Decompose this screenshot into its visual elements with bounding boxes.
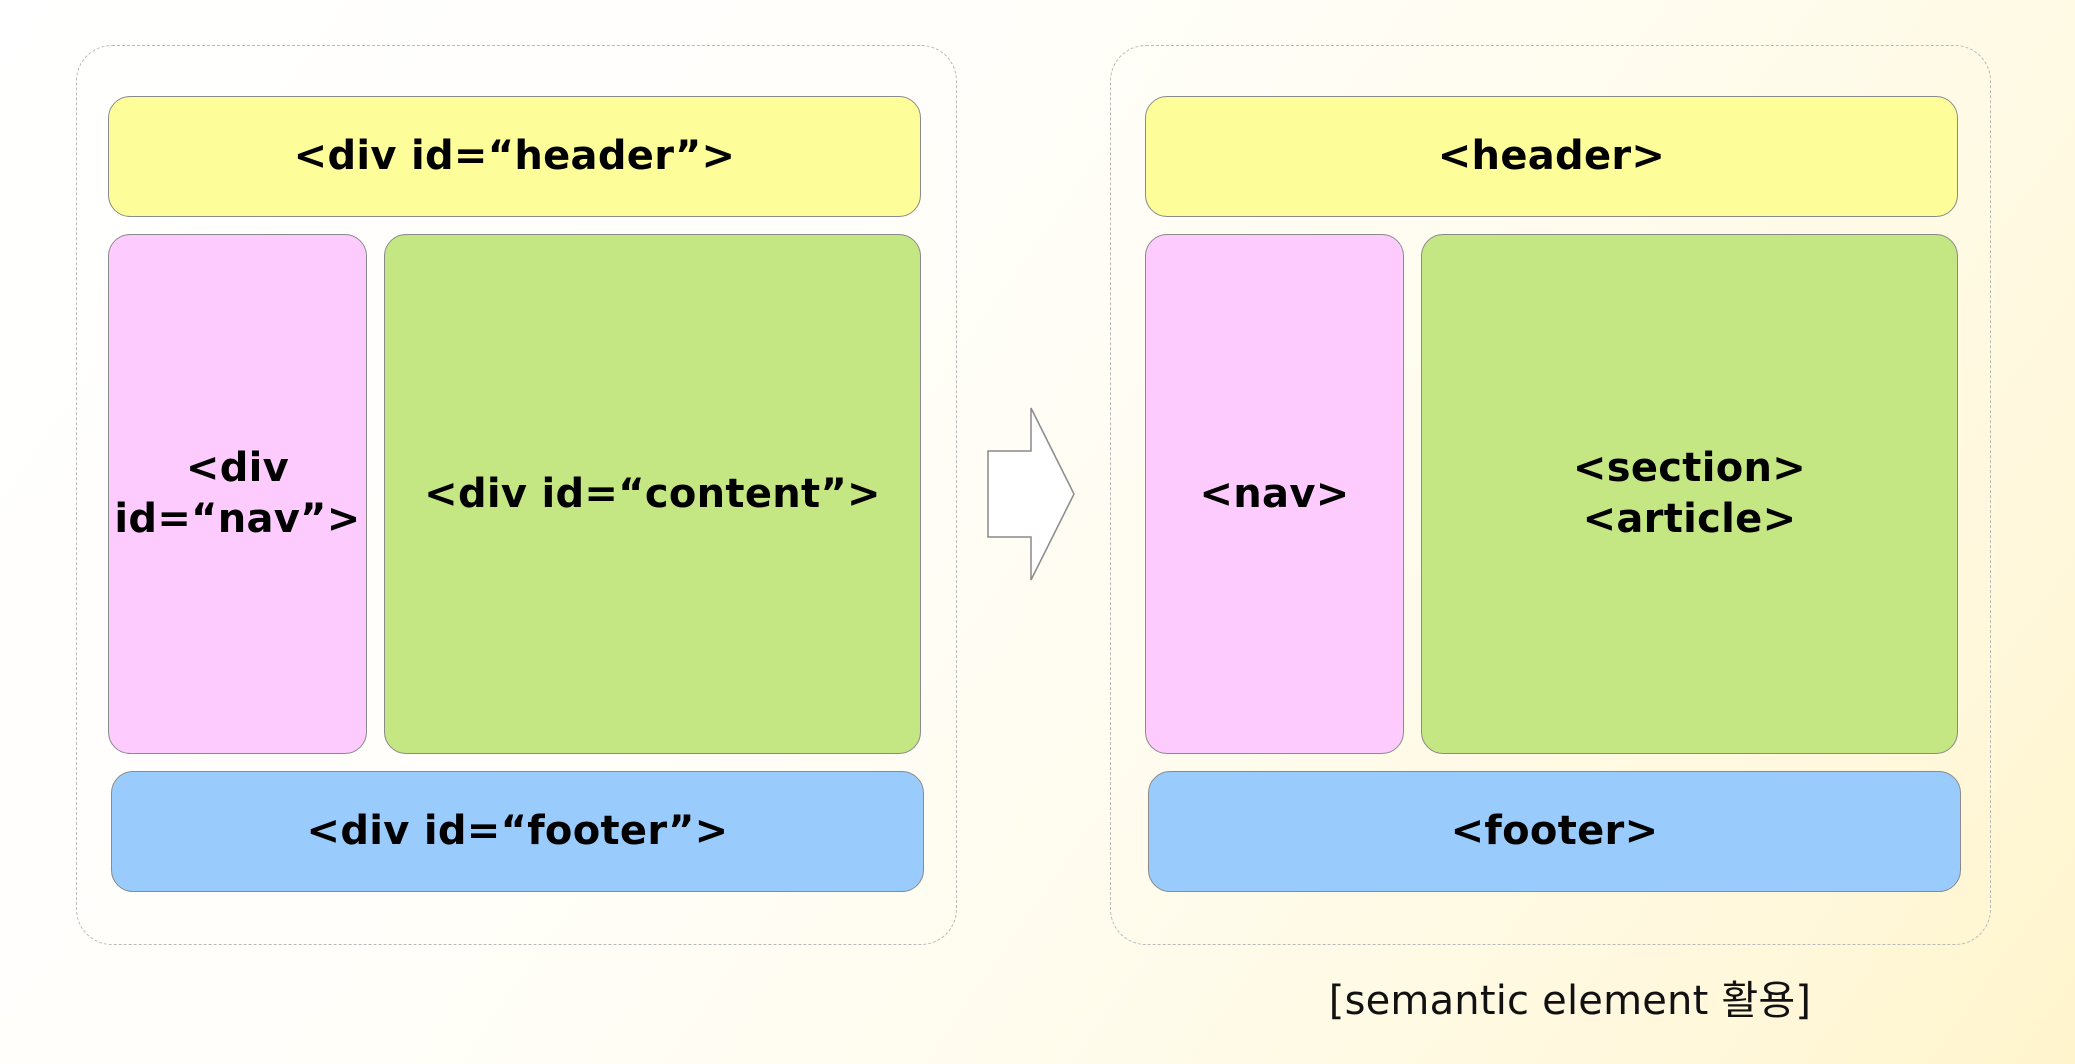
div-content-label: <div id=“content”>: [424, 470, 881, 517]
semantic-layout-panel: [1110, 45, 1991, 945]
semantic-footer-label: <footer>: [1450, 808, 1659, 855]
div-header-box: <div id=“header”>: [108, 96, 921, 217]
semantic-content-box: <section> <article>: [1421, 234, 1958, 754]
div-nav-label: <div id=“nav”>: [114, 445, 361, 542]
semantic-header-box: <header>: [1145, 96, 1958, 217]
div-content-box: <div id=“content”>: [384, 234, 921, 754]
right-arrow-icon: [987, 407, 1075, 581]
semantic-header-label: <header>: [1437, 133, 1666, 180]
diagram-caption: [semantic element 활용]: [1328, 978, 1812, 1024]
div-footer-label: <div id=“footer”>: [306, 808, 729, 855]
semantic-content-label: <section> <article>: [1572, 445, 1807, 542]
div-nav-box: <div id=“nav”>: [108, 234, 367, 754]
div-layout-panel: [76, 45, 957, 945]
semantic-nav-box: <nav>: [1145, 234, 1404, 754]
div-header-label: <div id=“header”>: [293, 133, 736, 180]
div-footer-box: <div id=“footer”>: [111, 771, 924, 892]
semantic-nav-label: <nav>: [1199, 470, 1350, 517]
semantic-footer-box: <footer>: [1148, 771, 1961, 892]
